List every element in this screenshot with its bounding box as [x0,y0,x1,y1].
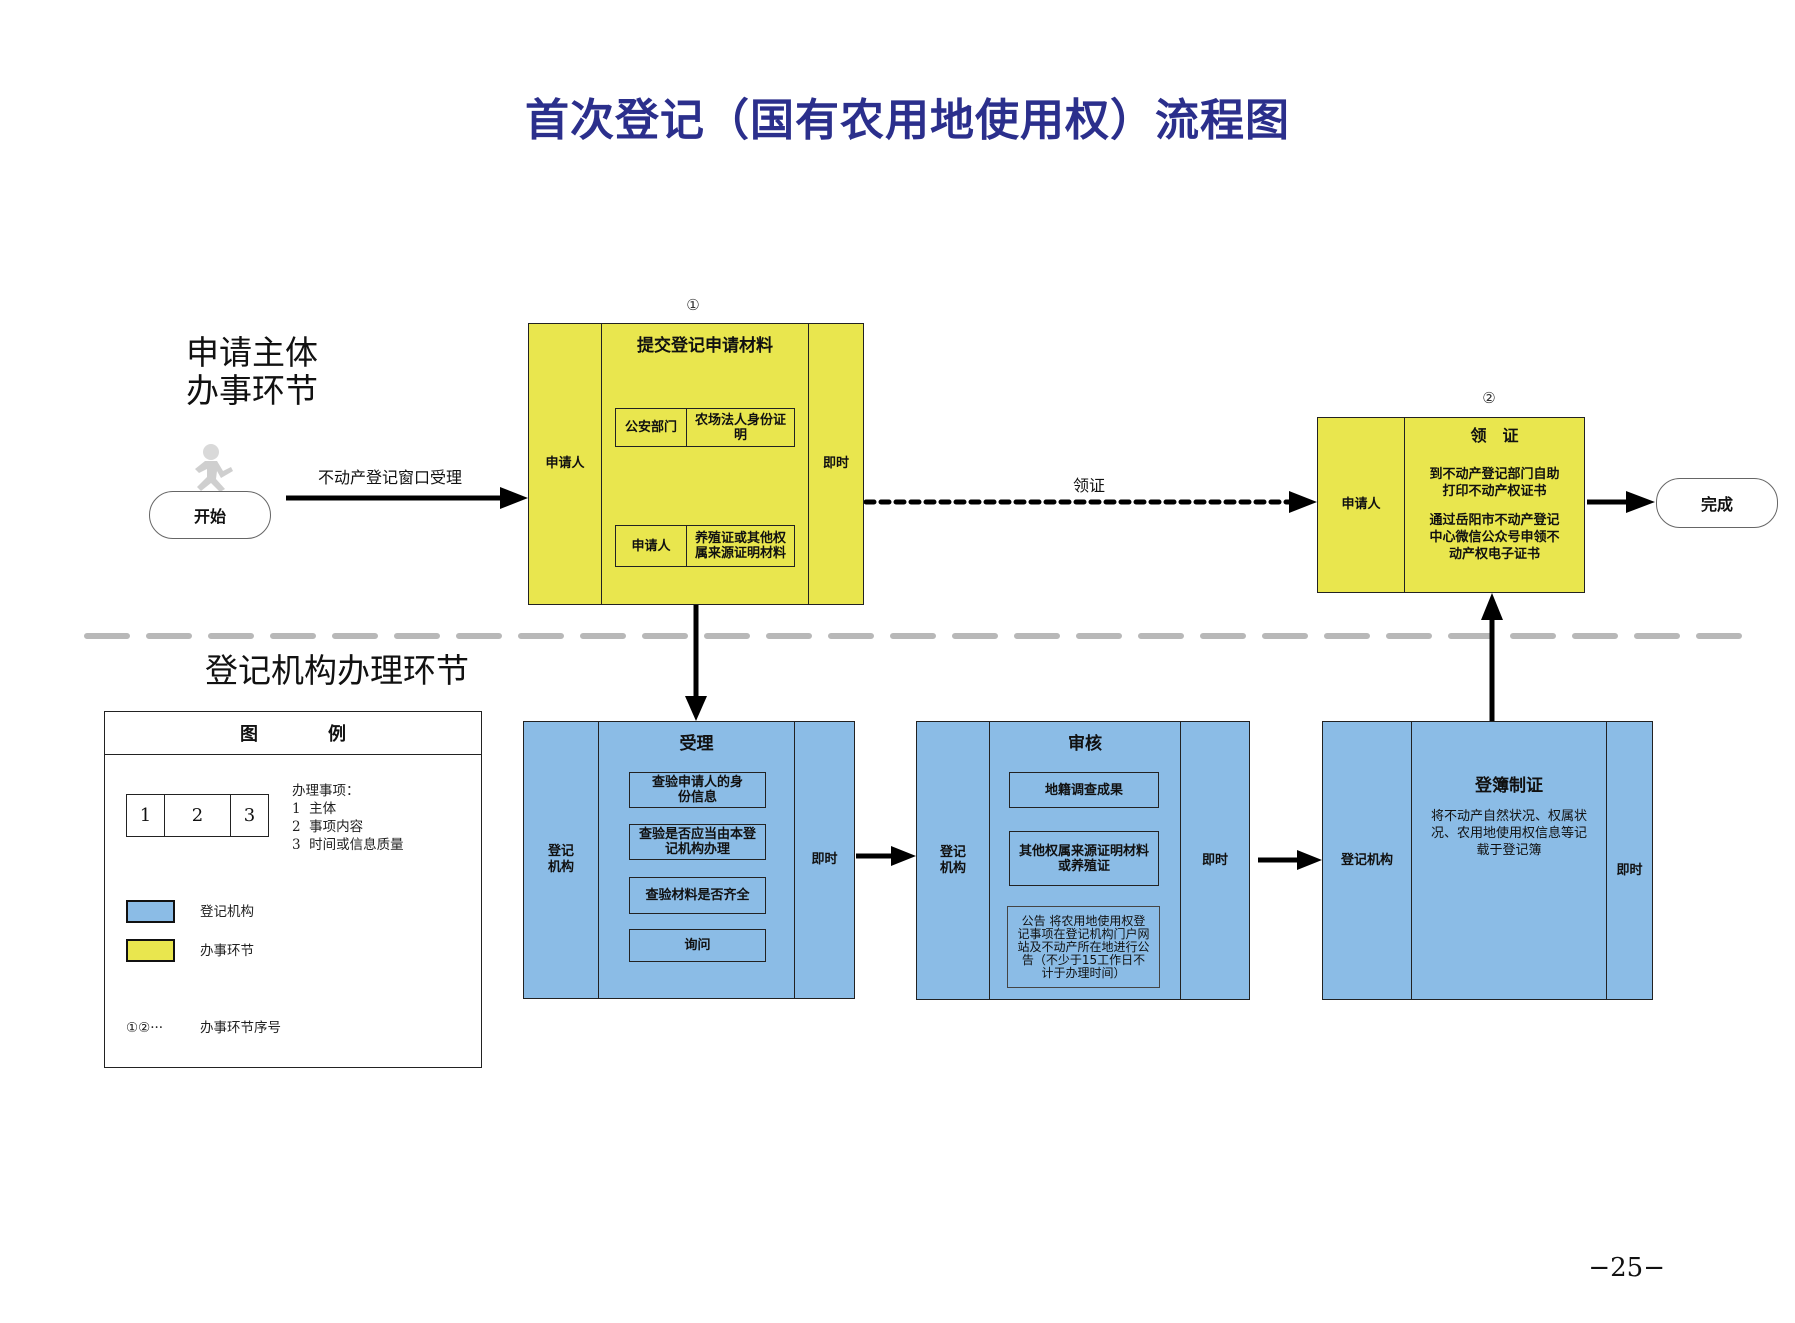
step-title: 提交登记申请材料 [637,336,773,356]
sequence-number-2: ② [1482,389,1496,407]
review-item: 地籍调查成果 [1009,772,1159,808]
legend-item: 3 时间或信息质量 [292,837,404,853]
arrowhead-start-to-submit [500,487,528,509]
step-subject: 申请人 [1341,497,1381,512]
public-notice: 公告 将农用地使用权登记事项在登记机构门户网站及不动产所在地进行公告（不少于15… [1007,906,1160,988]
step-title: 登簿制证 [1475,776,1543,796]
legend-cell: 2 [164,795,230,836]
step-content: 审核 地籍调查成果 其他权属来源证明材料或养殖证 公告 将农用地使用权登记事项在… [989,722,1180,999]
material-name: 农场法人身份证明 [686,409,794,446]
legend-item: 2 事项内容 [292,819,364,835]
arrowhead-accept-to-review [891,846,916,866]
material-name: 养殖证或其他权属来源证明材料 [686,526,794,566]
step-title: 领 证 [1470,426,1519,445]
step-review: 登记机构 审核 地籍调查成果 其他权属来源证明材料或养殖证 公告 将农用地使用权… [916,721,1250,1000]
legend-cell: 1 [139,805,152,826]
legend-label-registry: 登记机构 [200,904,254,920]
check-item: 查验是否应当由本登记机构办理 [629,824,766,860]
applicant-section-line-1: 申请主体 [186,333,318,372]
running-person-icon [195,444,233,492]
step-time: 即时 [794,722,854,998]
legend-cell: 3 [230,795,268,836]
legend-swatch-yellow [126,939,175,962]
page-number: −25− [1588,1253,1665,1283]
check-item: 询问 [629,929,766,962]
step-description: 到不动产登记部门自助打印不动产权证书 [1429,467,1560,499]
step-collect-certificate: 申请人 领 证 到不动产登记部门自助打印不动产权证书 通过岳阳市不动产登记中心微… [1317,417,1585,593]
step-time: 即时 [1606,722,1652,999]
step-subject: 登记机构 [939,844,966,876]
arrow-label-window-acceptance: 不动产登记窗口受理 [318,468,463,487]
step-subject: 登记机构 [547,844,574,875]
page-title: 首次登记（国有农用地使用权）流程图 [525,95,1290,146]
legend: 图 例 1 2 3 办理事项： 1 主体 2 事项内容 3 时间或信息质量 登记… [104,711,482,1068]
legend-seq-label: 办事环节序号 [200,1020,281,1036]
check-item: 查验申请人的身份信息 [629,772,766,808]
start-terminal: 开始 [149,491,271,539]
check-item: 查验材料是否齐全 [629,877,766,914]
arrowhead-register-to-collect [1481,593,1503,620]
material-source: 公安部门 [624,420,677,435]
material-source: 申请人 [631,538,671,554]
legend-swatch-blue [126,900,175,923]
legend-label-process: 办事环节 [200,943,254,959]
legend-title-char: 图 [240,724,258,745]
step-content: 提交登记申请材料 公安部门 农场法人身份证明 申请人 养殖证或其他权属来源证明材… [601,324,808,604]
step-accept: 登记机构 受理 查验申请人的身份信息 查验是否应当由本登记机构办理 查验材料是否… [523,721,855,999]
step-submit-materials: 申请人 提交登记申请材料 公安部门 农场法人身份证明 申请人 养殖证或其他权属来… [528,323,864,605]
step-description: 通过岳阳市不动产登记中心微信公众号申领不动产权电子证书 [1429,513,1560,562]
step-time: 即时 [1180,722,1249,999]
applicant-section-line-2: 办事环节 [186,371,318,410]
material-item: 公安部门 农场法人身份证明 [615,408,795,447]
sequence-number-1: ① [686,296,700,314]
arrowhead-review-to-register [1297,850,1322,870]
step-title: 审核 [1068,734,1102,754]
legend-item: 1 主体 [292,801,337,817]
step-content: 领 证 到不动产登记部门自助打印不动产权证书 通过岳阳市不动产登记中心微信公众号… [1404,418,1584,592]
step-title: 受理 [679,734,714,754]
step-content: 登簿制证 将不动产自然状况、权属状况、农用地使用权信息等记载于登记簿 [1411,722,1606,999]
legend-items: 办理事项： 1 主体 2 事项内容 3 时间或信息质量 [292,782,404,854]
legend-cell-diagram: 1 2 3 [126,794,269,837]
material-item: 申请人 养殖证或其他权属来源证明材料 [615,525,795,567]
step-register-and-issue: 登记机构 登簿制证 将不动产自然状况、权属状况、农用地使用权信息等记载于登记簿 … [1322,721,1653,1000]
arrowhead-submit-to-accept [685,696,707,721]
review-item: 其他权属来源证明材料或养殖证 [1009,831,1159,886]
step-content: 受理 查验申请人的身份信息 查验是否应当由本登记机构办理 查验材料是否齐全 询问 [598,722,794,998]
arrow-label-collect: 领证 [1073,476,1106,495]
legend-items-heading: 办理事项： [292,783,360,799]
applicant-section-label: 申请主体 办事环节 [186,334,318,410]
end-terminal: 完成 [1656,478,1778,528]
step-description: 将不动产自然状况、权属状况、农用地使用权信息等记载于登记簿 [1430,809,1587,858]
legend-title: 图 例 [105,712,481,755]
legend-seq-symbols: ①②··· [126,1020,164,1036]
step-subject: 申请人 [545,456,585,471]
arrowhead-collect-to-end [1626,491,1655,513]
step-subject: 登记机构 [1340,852,1393,868]
legend-title-char: 例 [328,724,346,745]
registry-section-label: 登记机构办理环节 [205,651,469,690]
step-time: 即时 [808,324,863,604]
arrowhead-submit-to-collect [1289,491,1317,513]
